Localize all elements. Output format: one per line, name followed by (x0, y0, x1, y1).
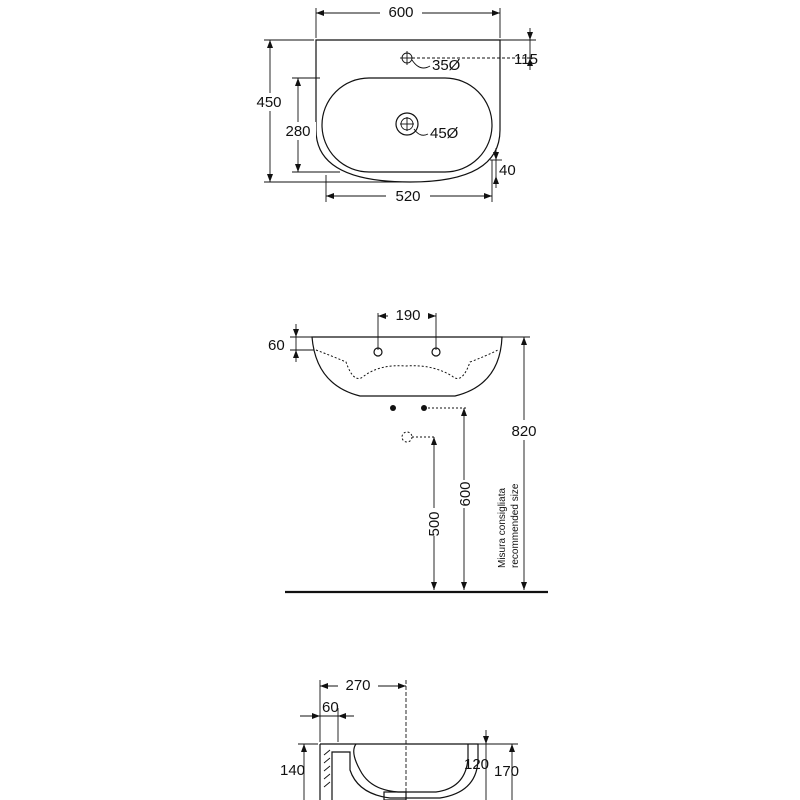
dim-rim-offset: 40 (499, 162, 516, 179)
dim-basin-width: 520 (395, 188, 420, 205)
top-view: 600 450 280 520 115 (250, 3, 538, 205)
dim-height-600: 600 (457, 481, 474, 506)
dim-depth-total: 450 (256, 94, 281, 111)
note-recommended-it: Misura consigliata (497, 488, 508, 568)
dim-height-170: 170 (494, 763, 519, 780)
note-recommended-en: recommended size (510, 483, 521, 568)
dim-height-120: 120 (464, 756, 489, 773)
dim-height-140: 140 (280, 762, 305, 779)
basin-bowl (321, 77, 493, 173)
basin-front-bowl (315, 349, 499, 379)
dim-wall-offset: 60 (322, 699, 339, 716)
drain-icon (395, 112, 429, 136)
dim-height-820: 820 (511, 423, 536, 440)
dim-width-total: 600 (388, 4, 413, 21)
front-view: 190 60 600 500 820 Misura con (268, 306, 548, 594)
dim-basin-depth: 280 (285, 123, 310, 140)
label-tap-hole: 35Ø (432, 57, 461, 74)
basin-front-profile (311, 336, 503, 397)
supply-point-icon (421, 405, 427, 411)
dim-tap-spacing: 190 (395, 307, 420, 324)
waste-point-icon (401, 431, 413, 443)
dim-tap-offset: 115 (514, 51, 538, 68)
tap-hole-icon (400, 51, 431, 69)
basin-outline (315, 39, 501, 183)
dim-projection: 270 (345, 677, 370, 694)
basin-side-section (320, 743, 479, 800)
supply-point-icon (390, 405, 396, 411)
side-view: 270 60 140 120 170 (280, 676, 519, 800)
label-drain-hole: 45Ø (430, 125, 459, 142)
dim-rim-thickness: 60 (268, 337, 285, 354)
dim-height-500: 500 (426, 511, 443, 536)
